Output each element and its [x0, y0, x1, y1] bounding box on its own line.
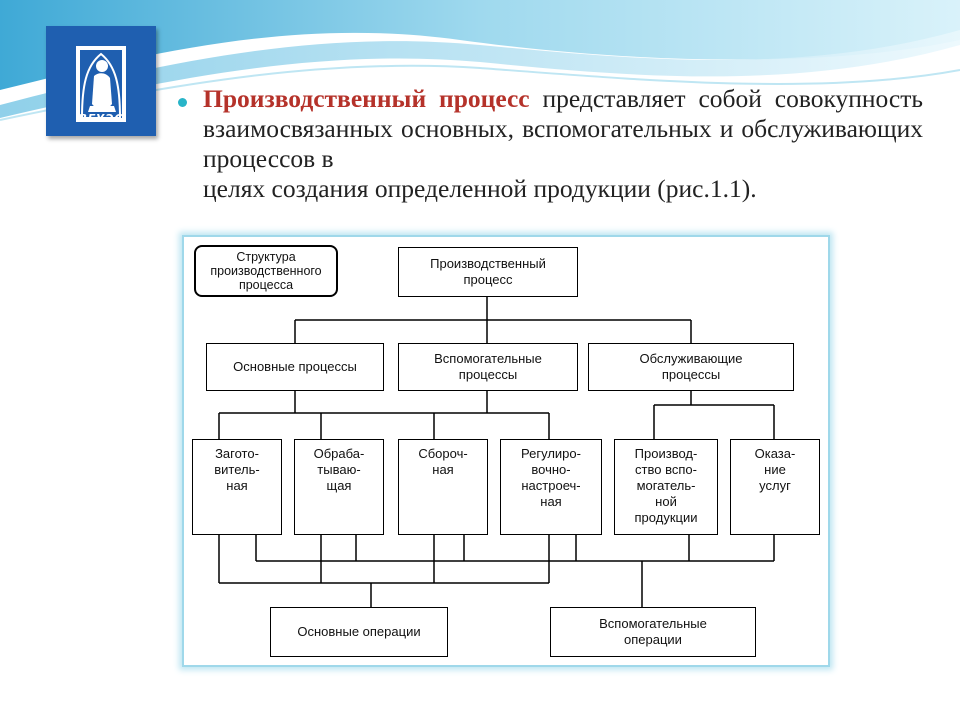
university-logo: ВГУЭС: [46, 26, 156, 136]
logo-text: ВГУЭС: [78, 112, 124, 125]
box-main-operations: Основные операции: [270, 607, 448, 657]
bullet-icon: [178, 98, 187, 107]
process-structure-diagram: Структура производственного процесса Про…: [182, 235, 830, 667]
diagram-legend: Структура производственного процесса: [194, 245, 338, 297]
paragraph-last-line: целях создания определенной продукции (р…: [203, 174, 757, 203]
box-auxiliary-operations: Вспомогательные операции: [550, 607, 756, 657]
box-auxiliary-production: Производ- ство вспо- могатель- ной проду…: [614, 439, 718, 535]
paragraph-body: представляет собой совокупность взаимосв…: [203, 84, 923, 173]
box-assembly: Сбороч- ная: [398, 439, 488, 535]
box-services: Оказа- ние услуг: [730, 439, 820, 535]
connector-lines: [218, 296, 775, 607]
box-main-processes: Основные процессы: [206, 343, 384, 391]
key-term: Производственный процесс: [203, 84, 530, 113]
statue-icon: [76, 46, 126, 122]
box-adjustment: Регулиро- вочно- настроеч- ная: [500, 439, 602, 535]
box-auxiliary-processes: Вспомогательные процессы: [398, 343, 578, 391]
box-service-processes: Обслуживающие процессы: [588, 343, 794, 391]
box-procurement: Загото- витель- ная: [192, 439, 282, 535]
box-production-process: Производственный процесс: [398, 247, 578, 297]
box-processing: Обраба- тываю- щая: [294, 439, 384, 535]
intro-paragraph: Производственный процесс представляет со…: [203, 84, 923, 204]
